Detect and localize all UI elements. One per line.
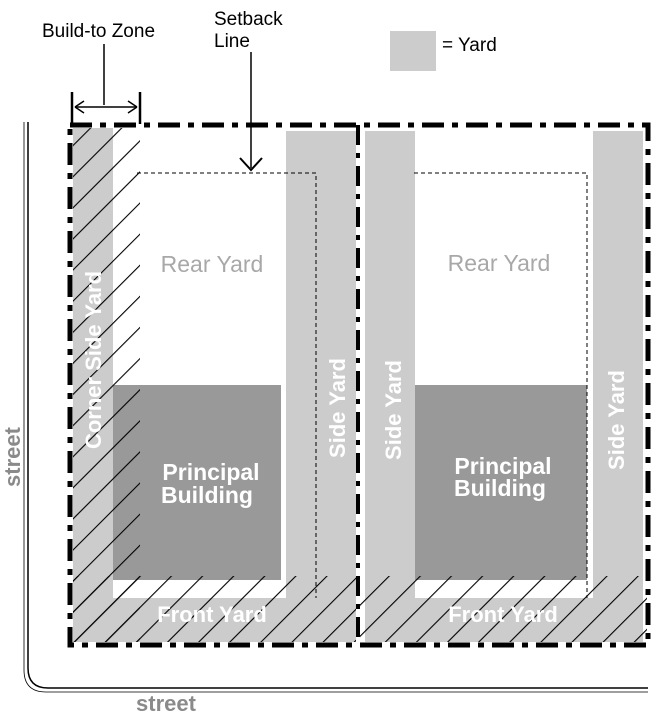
build-to-zone-label: Build-to Zone bbox=[42, 21, 155, 42]
legend-yard-swatch bbox=[390, 31, 436, 71]
legend-yard-label: = Yard bbox=[442, 35, 497, 56]
hatch-front-zone-1 bbox=[73, 576, 356, 642]
lot2-building-label-1: Principal bbox=[454, 453, 551, 479]
lot2-front-yard-label: Front Yard bbox=[448, 602, 558, 627]
lot1-rear-yard-label: Rear Yard bbox=[161, 251, 264, 277]
arrow-left-icon bbox=[74, 100, 85, 114]
street-curb bbox=[27, 122, 648, 689]
setback-label-1: Setback bbox=[214, 9, 283, 30]
lot2-left-side-yard bbox=[365, 131, 415, 598]
lot1-building bbox=[113, 385, 281, 580]
street-bottom-label: street bbox=[136, 691, 197, 716]
lot1-side-yard-label: Side Yard bbox=[325, 358, 350, 458]
lot1-building-label-1: Principal bbox=[162, 459, 259, 485]
setback-line-lot2 bbox=[414, 172, 588, 598]
setback-label-2: Line bbox=[214, 31, 250, 52]
lot1-corner-side-yard-label: Corner Side Yard bbox=[81, 271, 106, 449]
lot1-building-label-2: Building bbox=[161, 482, 253, 508]
hatch-front-zone-2 bbox=[360, 576, 647, 642]
hatch-left-zone bbox=[73, 128, 140, 642]
arrow-down-icon bbox=[239, 157, 263, 172]
lot1-side-yard bbox=[286, 131, 356, 598]
lot2-left-side-yard-label: Side Yard bbox=[381, 360, 406, 460]
lot2-right-side-yard bbox=[593, 131, 643, 598]
arrow-right-icon bbox=[127, 100, 138, 114]
lot-boundary bbox=[67, 122, 651, 648]
lot2-building bbox=[415, 385, 587, 580]
street-left-label: street bbox=[0, 426, 25, 487]
lot2-right-side-yard-label: Side Yard bbox=[604, 370, 629, 470]
lot1-front-yard-label: Front Yard bbox=[157, 602, 267, 627]
lot2-rear-yard-label: Rear Yard bbox=[448, 250, 551, 276]
setback-line-lot1 bbox=[137, 172, 317, 598]
street-curb-inner bbox=[23, 122, 648, 693]
lot2-building-label-2: Building bbox=[454, 475, 546, 501]
